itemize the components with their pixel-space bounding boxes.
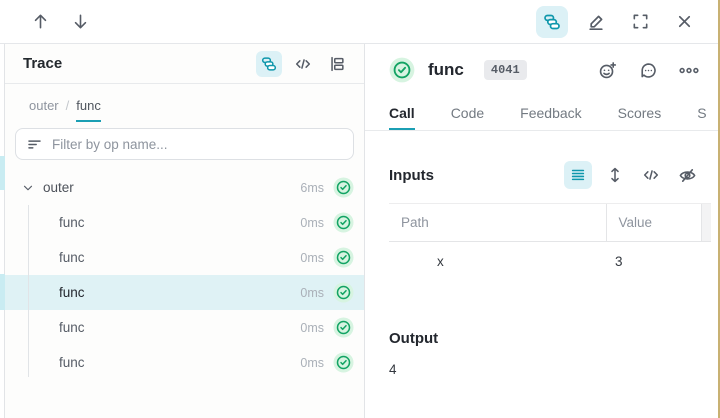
success-status-icon (333, 352, 354, 373)
success-status-icon (333, 317, 354, 338)
tree-row-label: func (59, 320, 85, 335)
inputs-table-header-row: Path Value (389, 203, 711, 242)
trace-stack-view-button[interactable] (256, 50, 282, 77)
tree-row-duration: 0ms (300, 250, 324, 265)
top-toolbar (0, 0, 718, 44)
close-icon (678, 15, 690, 28)
tree-row-func-selected[interactable]: func 0ms (5, 275, 364, 310)
add-reaction-button[interactable] (594, 57, 620, 83)
output-heading: Output (389, 329, 439, 347)
call-detail-panel: func 4041 (365, 44, 718, 418)
background-page-sliver (0, 44, 5, 418)
success-status-icon (333, 247, 354, 268)
tree-row-label: func (59, 215, 85, 230)
tree-row-outer[interactable]: outer 6ms (5, 170, 364, 205)
add-reaction-icon (599, 61, 616, 78)
background-row-highlight (0, 274, 5, 310)
success-status-icon (333, 282, 354, 303)
list-view-icon (571, 169, 585, 181)
indent-guide (28, 205, 29, 377)
chevron-down-icon[interactable] (21, 181, 35, 195)
tree-row-duration: 0ms (300, 320, 324, 335)
eye-slash-icon (679, 168, 695, 182)
call-header: func 4041 (365, 44, 718, 96)
code-view-icon (295, 58, 311, 69)
overflow-menu-icon (679, 67, 699, 73)
stack-view-icon (261, 56, 277, 71)
trace-flame-view-button[interactable] (324, 51, 350, 77)
breadcrumb-item-outer[interactable]: outer (29, 98, 59, 113)
previous-call-button[interactable] (24, 6, 56, 38)
arrow-down-icon (74, 14, 86, 29)
arrow-up-icon (34, 14, 46, 29)
inputs-table: Path Value x 3 (389, 203, 711, 282)
stack-view-icon (544, 14, 560, 29)
tree-row-duration: 0ms (300, 285, 324, 300)
fullscreen-button[interactable] (624, 6, 656, 38)
code-view-button[interactable] (638, 162, 664, 188)
tab-scores[interactable]: Scores (617, 105, 662, 121)
trace-code-view-button[interactable] (290, 51, 316, 77)
comment-button[interactable] (635, 57, 661, 83)
inputs-table-row[interactable]: x 3 (389, 242, 711, 282)
column-header-path[interactable]: Path (389, 203, 606, 242)
stack-view-button[interactable] (536, 5, 568, 38)
tree-row-label: outer (43, 180, 74, 195)
tree-row-duration: 6ms (300, 180, 324, 195)
breadcrumb: outer / func (5, 84, 364, 122)
list-view-button[interactable] (564, 161, 592, 189)
call-tabs: Call Code Feedback Scores S (365, 96, 718, 131)
breadcrumb-separator: / (65, 98, 70, 113)
edit-button[interactable] (580, 6, 612, 38)
tree-row-duration: 0ms (300, 215, 324, 230)
pencil-edit-icon (589, 15, 603, 30)
column-header-stub (700, 203, 711, 242)
breadcrumb-item-func[interactable]: func (76, 98, 101, 122)
tree-row-label: func (59, 250, 85, 265)
success-status-icon (333, 212, 354, 233)
filter-icon (28, 139, 41, 149)
tab-call[interactable]: Call (389, 96, 415, 130)
input-path: x (437, 254, 444, 270)
close-button[interactable] (668, 6, 700, 38)
output-section: Output 4 (389, 330, 712, 377)
hide-values-button[interactable] (674, 162, 700, 188)
tab-code[interactable]: Code (450, 105, 485, 121)
comment-icon (640, 62, 656, 78)
output-value: 4 (389, 361, 397, 377)
inputs-section-header: Inputs (389, 161, 712, 189)
success-status-icon (333, 177, 354, 198)
inputs-heading: Inputs (389, 166, 434, 184)
column-header-value[interactable]: Value (605, 203, 701, 242)
tree-row-func[interactable]: func 0ms (5, 205, 364, 240)
tree-row-func[interactable]: func 0ms (5, 345, 364, 380)
trace-panel-header: Trace (5, 44, 364, 84)
code-view-icon (643, 170, 659, 180)
call-title: func (428, 60, 464, 79)
tab-feedback[interactable]: Feedback (520, 105, 582, 121)
op-filter-box[interactable] (15, 128, 354, 160)
trace-panel: Trace (5, 44, 365, 418)
call-tab-content: Inputs (365, 131, 718, 377)
tree-row-duration: 0ms (300, 355, 324, 370)
flame-graph-view-icon (331, 56, 344, 71)
tree-row-func[interactable]: func 0ms (5, 310, 364, 345)
tree-row-func[interactable]: func 0ms (5, 240, 364, 275)
tree-row-label: func (59, 355, 85, 370)
overflow-menu-button[interactable] (676, 57, 702, 83)
fullscreen-expand-icon (633, 14, 647, 29)
expand-rows-button[interactable] (602, 162, 628, 188)
success-status-icon (389, 57, 415, 83)
next-call-button[interactable] (64, 6, 96, 38)
tree-row-label: func (59, 285, 85, 300)
op-filter-input[interactable] (52, 136, 343, 152)
trace-tree: outer 6ms func 0ms func 0ms (5, 170, 364, 380)
expand-rows-icon (611, 167, 619, 183)
input-value: 3 (615, 254, 623, 270)
call-id-badge[interactable]: 4041 (483, 60, 527, 80)
trace-panel-title: Trace (23, 55, 63, 72)
background-row-highlight (0, 156, 5, 190)
tab-summary-truncated[interactable]: S (697, 105, 707, 121)
